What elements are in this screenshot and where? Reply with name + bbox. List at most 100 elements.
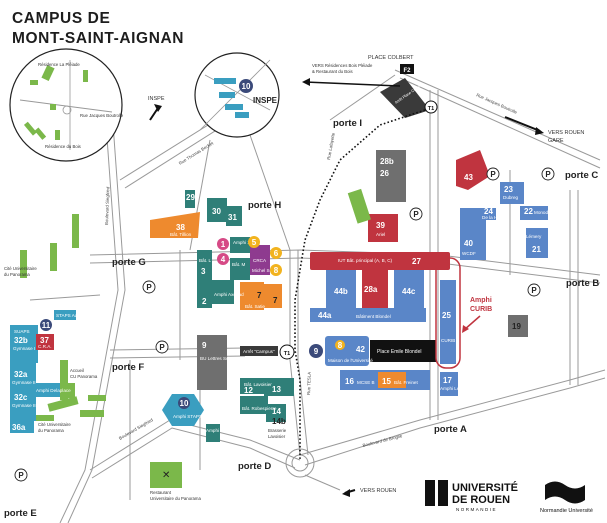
label-39: Ariel bbox=[376, 232, 385, 237]
num-12: 12 bbox=[244, 386, 253, 395]
label-inset-road: Rue Jacques Boutrolle bbox=[80, 113, 124, 118]
label-brasserie-2: Lavoisier bbox=[268, 434, 286, 439]
label-restaurant-2: Universitaire du Panorama bbox=[150, 496, 201, 501]
num-23: 23 bbox=[504, 185, 513, 194]
label-place-emile: Place Emile Blondel bbox=[377, 349, 421, 355]
label-amphi-curib-2: CURIB bbox=[470, 306, 492, 313]
label-2: Amphi Axelrad bbox=[214, 292, 244, 297]
right-buildings bbox=[456, 150, 548, 337]
num-7: 7 bbox=[273, 296, 278, 305]
num-41: 41 bbox=[400, 141, 409, 150]
label-accueil-2: CU Panorama bbox=[70, 374, 98, 379]
label-lemery: Lémery bbox=[526, 234, 542, 239]
num-28b: 28b bbox=[380, 157, 394, 166]
num-25: 25 bbox=[442, 311, 451, 320]
label-arret-campus: Arrêt "Campus" bbox=[243, 349, 275, 354]
num-17: 17 bbox=[443, 376, 452, 385]
label-cite-panorama-2: du Panorama bbox=[4, 272, 30, 277]
num-11: 11 bbox=[42, 321, 51, 330]
porte-b: porte B bbox=[566, 278, 599, 289]
residences-panorama bbox=[20, 214, 182, 488]
label-vers-rouen-gare-2: GARE bbox=[548, 138, 564, 144]
label-amphi-delaplace: Amphi Delaplace bbox=[36, 388, 71, 393]
num-40: 40 bbox=[464, 239, 473, 248]
restaurant-icon: ✕ bbox=[162, 470, 170, 481]
num-22: 22 bbox=[524, 207, 533, 216]
map-title-line1: CAMPUS DE bbox=[12, 10, 111, 27]
num-14b: 14b bbox=[272, 417, 286, 426]
road-siegfried: Boulevard Siegfried bbox=[104, 186, 110, 225]
num-26: 26 bbox=[380, 169, 389, 178]
num-36a: 36a bbox=[12, 423, 26, 432]
lower-middle-cluster bbox=[162, 378, 294, 442]
num-42: 42 bbox=[356, 345, 365, 354]
num-4: 4 bbox=[221, 255, 226, 264]
university-logo: UNIVERSITÉ DE ROUEN NORMANDIE bbox=[425, 480, 518, 512]
label-cite-panorama-4: du Panorama bbox=[38, 428, 64, 433]
t1-mid-badge: T1 bbox=[284, 351, 290, 357]
label-1: Amphi 1 & 2 bbox=[233, 240, 258, 245]
road-thomas-becket: Rue Thomas Becket bbox=[178, 140, 215, 166]
num-31: 31 bbox=[228, 213, 237, 222]
road-siegfried-2: Boulevard Siegfried bbox=[118, 417, 154, 441]
centre-buildings bbox=[310, 150, 450, 390]
map-title-line2: MONT-SAINT-AIGNAN bbox=[12, 30, 185, 47]
label-7: Bât. Satie bbox=[245, 304, 265, 309]
label-10: Amphi STAPS bbox=[173, 414, 202, 419]
parking-p5: P bbox=[545, 170, 551, 179]
num-16: 16 bbox=[345, 377, 354, 386]
num-5: 5 bbox=[252, 238, 257, 247]
num-27: 27 bbox=[412, 257, 421, 266]
porte-i: porte I bbox=[333, 118, 362, 129]
parking-p6: P bbox=[531, 286, 537, 295]
logo-univ-line2: DE ROUEN bbox=[452, 494, 510, 506]
num-14: 14 bbox=[272, 407, 281, 416]
num-29: 29 bbox=[186, 193, 195, 202]
num-37: 37 bbox=[40, 336, 49, 345]
road-jacques-boutrolle: Rue Jacques Boutrolle bbox=[476, 92, 519, 115]
label-restaurant-1: Restaurant bbox=[150, 490, 172, 495]
label-44a: Bâtiment Blondel bbox=[356, 314, 391, 319]
num-10: 10 bbox=[180, 399, 189, 408]
label-11: STAPS Admin bbox=[56, 313, 85, 318]
parking-p4: P bbox=[490, 170, 496, 179]
label-22: Monod bbox=[534, 210, 548, 215]
tram-path bbox=[294, 109, 426, 460]
label-brasserie-1: Brasserie bbox=[268, 428, 287, 433]
parking-markers bbox=[14, 167, 555, 482]
parking-p2: P bbox=[159, 343, 165, 352]
porte-e: porte E bbox=[4, 508, 37, 519]
num-6: 6 bbox=[274, 249, 279, 258]
logo-univ-line3: NORMANDIE bbox=[456, 507, 497, 512]
num-13: 13 bbox=[272, 385, 281, 394]
label-residence-pleiade: Résidence La Pléiade bbox=[38, 62, 80, 67]
label-vers-rouen-gare-1: VERS ROUEN bbox=[548, 130, 584, 136]
num-15: 15 bbox=[382, 377, 391, 386]
label-iut: IUT Bât. principal (A, B, C) bbox=[338, 258, 393, 263]
label-17: Amphi Lengmuir bbox=[440, 386, 474, 391]
label-32a: Gymnase II bbox=[12, 380, 36, 385]
num-44a: 44a bbox=[318, 311, 332, 320]
label-vers-residences: VERS Résidences Bois Pléiade bbox=[312, 63, 373, 68]
label-cite-panorama-3: Cité Universitaire bbox=[38, 422, 71, 427]
parking-letters: P P P P P P P bbox=[18, 170, 551, 480]
num-9b: 9 bbox=[314, 347, 319, 356]
parking-p1: P bbox=[146, 283, 152, 292]
label-staps: Amphi STAPS bbox=[206, 428, 235, 433]
parking-p7: P bbox=[18, 471, 24, 480]
inspe-arrow-label: INSPE bbox=[148, 96, 165, 102]
label-15: Bât. Freinet bbox=[394, 380, 418, 385]
road-network bbox=[29, 69, 606, 523]
inset-inspe-number: 10 bbox=[242, 82, 251, 91]
label-place-colbert: PLACE COLBERT bbox=[368, 55, 414, 61]
label-amphi-curib-1: Amphi bbox=[470, 297, 492, 304]
inset-inspe-label: INSPE bbox=[253, 96, 278, 105]
num-28a: 28a bbox=[364, 285, 378, 294]
label-9: BU Lettres Sciences bbox=[200, 356, 242, 361]
f2-badge: F2 bbox=[403, 68, 411, 74]
porte-d: porte D bbox=[238, 461, 271, 472]
num-24: 24 bbox=[484, 207, 493, 216]
num-43: 43 bbox=[464, 173, 473, 182]
num-19: 19 bbox=[512, 322, 521, 331]
